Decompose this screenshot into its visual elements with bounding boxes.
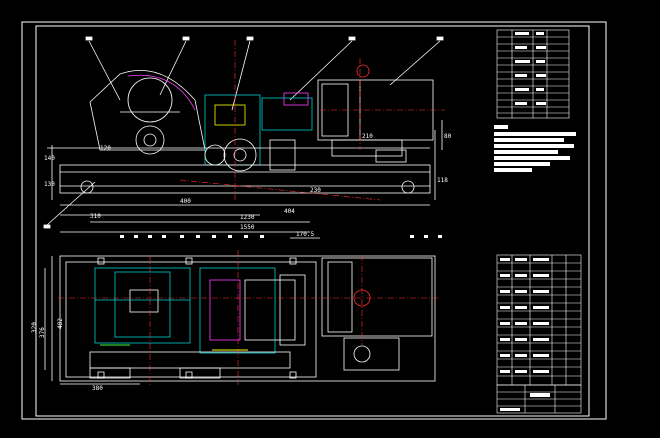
dim-1550: 1550 — [240, 224, 255, 231]
sheet-outer-border — [21, 21, 607, 420]
plan-centerlines — [58, 250, 440, 385]
elevation-centerlines — [179, 40, 445, 201]
parts-list-top-fill — [515, 32, 546, 105]
dim-140: 140 — [44, 155, 55, 162]
plan-view — [44, 237, 436, 385]
dim-376: 376 — [39, 327, 46, 338]
dim-380: 380 — [92, 385, 103, 392]
dim-170: 170.5 — [296, 231, 314, 238]
elevation-view — [43, 36, 444, 233]
dim-310: 310 — [90, 213, 101, 220]
plan-motor-center-mark — [353, 289, 371, 307]
dim-130: 130 — [44, 181, 55, 188]
dim-230: 230 — [310, 187, 321, 194]
dim-320: 320 — [31, 322, 38, 333]
sheet-inner-border — [35, 25, 590, 417]
parts-list-bottom-fill — [500, 258, 550, 411]
parts-list-top — [496, 29, 570, 119]
dim-80: 80 — [444, 133, 452, 140]
dim-210: 210 — [362, 133, 373, 140]
tech-notes-block — [494, 125, 576, 172]
elevation-bolt-markers — [120, 235, 442, 238]
dim-1230: 1230 — [240, 214, 255, 221]
dim-118: 118 — [437, 177, 448, 184]
dim-482: 482 — [57, 318, 64, 329]
title-block — [496, 384, 582, 414]
motor-center-mark — [356, 64, 370, 78]
dim-120: 120 — [100, 145, 111, 152]
dim-400: 400 — [180, 198, 191, 205]
dim-404: 404 — [284, 208, 295, 215]
